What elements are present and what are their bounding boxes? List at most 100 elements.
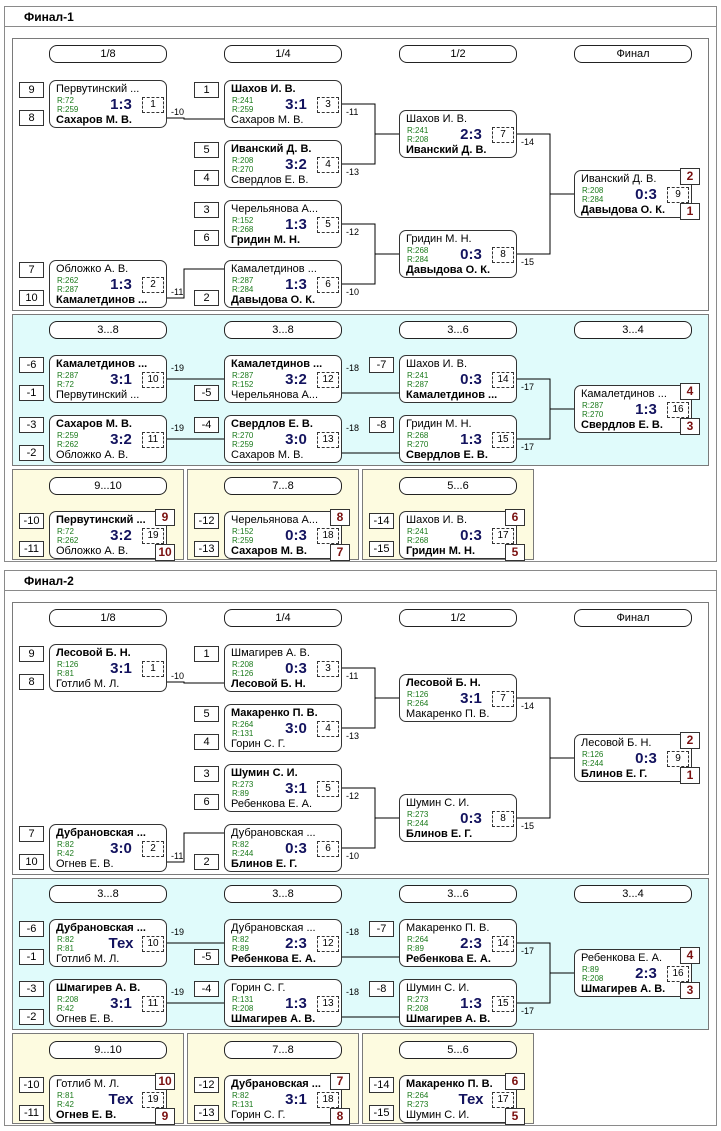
seed-box: -14 [369, 1077, 394, 1093]
seed-box: -15 [369, 541, 394, 557]
player-bottom-rating: R:244 [582, 759, 604, 768]
match-score: 0:3 [635, 186, 657, 203]
player-bottom-name: Камалетдинов ... [56, 294, 148, 306]
player-bottom-name: Сахаров М. В. [231, 114, 304, 126]
player-top-name: Обложко А. В. [56, 263, 129, 275]
place-badge: 2 [680, 168, 700, 185]
player-top-rating: R:273 [407, 995, 429, 1004]
round-label-main: 1/2 [399, 609, 517, 627]
loser-goes-to-label: -11 [346, 107, 359, 117]
match-number: 14 [492, 372, 514, 388]
player-bottom-rating: R:89 [407, 944, 424, 953]
match-score: 3:1 [285, 96, 307, 113]
round-label-consolation: 3...4 [574, 321, 692, 339]
match-number: 15 [492, 432, 514, 448]
round-label-placement: 9...10 [49, 1041, 167, 1059]
player-bottom-rating: R:244 [407, 819, 429, 828]
player-bottom-name: Сахаров М. В. [231, 545, 307, 557]
player-top-rating: R:152 [232, 216, 254, 225]
player-bottom-name: Огнев Е. В. [56, 1013, 114, 1025]
seed-box: 4 [194, 734, 219, 750]
player-top-name: Гридин М. Н. [406, 233, 472, 245]
player-bottom-name: Огнев Е. В. [56, 858, 114, 870]
player-bottom-name: Блинов Е. Г. [406, 828, 473, 840]
seed-box: 10 [19, 290, 44, 306]
player-bottom-rating: R:284 [582, 195, 604, 204]
seed-box: -11 [19, 1105, 44, 1121]
player-bottom-rating: R:131 [232, 729, 254, 738]
match-number: 9 [667, 751, 689, 767]
loser-goes-to-label: -17 [521, 1006, 535, 1016]
player-top-rating: R:82 [57, 935, 74, 944]
player-bottom-rating: R:89 [232, 944, 249, 953]
place-badge: 4 [680, 383, 700, 400]
loser-goes-to-label: -18 [346, 363, 360, 373]
player-top-rating: R:264 [407, 1091, 429, 1100]
player-bottom-name: Сахаров М. В. [56, 114, 132, 126]
match-score: 1:3 [460, 431, 482, 448]
player-bottom-rating: R:89 [232, 789, 249, 798]
player-top-rating: R:241 [232, 96, 254, 105]
round-label-consolation: 3...6 [399, 885, 517, 903]
match-number: 17 [492, 1092, 514, 1108]
seed-box: 5 [194, 142, 219, 158]
player-top-rating: R:241 [407, 126, 429, 135]
player-bottom-name: Свердлов Е. В. [231, 174, 309, 186]
seed-box: 1 [194, 646, 219, 662]
seed-box: 6 [194, 794, 219, 810]
player-bottom-name: Огнев Е. В. [56, 1109, 117, 1121]
player-bottom-rating: R:259 [57, 105, 79, 114]
place-badge: 5 [505, 544, 525, 561]
loser-goes-to-label: -17 [521, 946, 535, 956]
player-bottom-rating: R:72 [57, 380, 74, 389]
seed-box: -5 [194, 385, 219, 401]
seed-box: -7 [369, 357, 394, 373]
loser-goes-to-label: -15 [521, 821, 535, 831]
match-score: 1:3 [285, 216, 307, 233]
seed-box: -10 [19, 1077, 44, 1093]
player-bottom-name: Гридин М. Н. [231, 234, 301, 246]
seed-box: -6 [19, 921, 44, 937]
player-top-rating: R:287 [232, 276, 254, 285]
loser-goes-to-label: -14 [521, 137, 535, 147]
